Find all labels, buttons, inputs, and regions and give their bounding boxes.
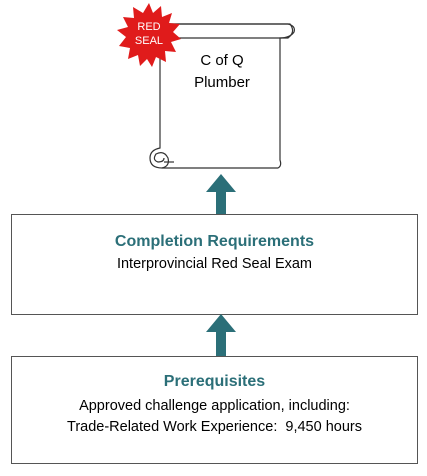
arrow-up-icon — [206, 314, 236, 358]
arrow-up-icon — [206, 174, 236, 216]
prerequisites-heading: Prerequisites — [163, 373, 266, 390]
red-seal-icon — [117, 3, 181, 67]
prerequisites-line2: Trade-Related Work Experience: 9,450 hou… — [67, 419, 362, 435]
seal-line1: RED — [137, 21, 161, 33]
seal-label: RED SEAL — [124, 20, 174, 48]
certificate-title-line1: C of Q — [200, 52, 244, 69]
seal-line2: SEAL — [134, 35, 164, 47]
completion-detail: Interprovincial Red Seal Exam — [116, 256, 313, 272]
prerequisites-box: Prerequisites Approved challenge applica… — [11, 356, 418, 464]
certificate-scroll-icon — [149, 23, 295, 169]
completion-requirements-box: Completion Requirements Interprovincial … — [11, 214, 418, 315]
certificate-title-line2: Plumber — [194, 74, 250, 91]
completion-heading: Completion Requirements — [114, 233, 315, 250]
certificate-title: C of Q Plumber — [172, 50, 272, 94]
prerequisites-line1: Approved challenge application, includin… — [79, 398, 350, 414]
